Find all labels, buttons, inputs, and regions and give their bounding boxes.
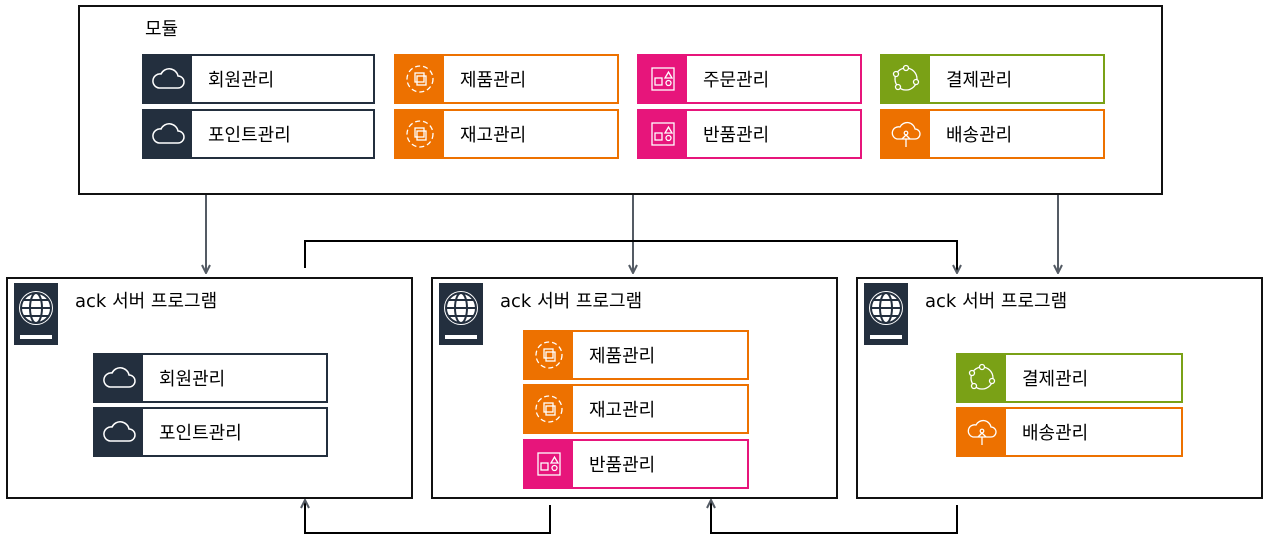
module-label: 포인트관리 bbox=[208, 125, 291, 146]
server-frame-2: ack 서버 프로그램 제품관리 재고관리 반품관리 bbox=[431, 277, 838, 499]
cycle-nodes-icon bbox=[958, 355, 1006, 401]
module-label: 반품관리 bbox=[589, 455, 656, 476]
module-point[interactable]: 포인트관리 bbox=[93, 407, 328, 457]
shapes-icon bbox=[525, 441, 573, 487]
server-frame-1: ack 서버 프로그램 회원관리 포인트관리 bbox=[6, 277, 413, 499]
module-product[interactable]: 제품관리 bbox=[394, 54, 619, 104]
cloud-tree-icon bbox=[882, 111, 930, 157]
cube-target-icon bbox=[396, 56, 444, 102]
cloud-icon bbox=[144, 56, 192, 102]
module-order[interactable]: 주문관리 bbox=[637, 54, 862, 104]
module-label: 배송관리 bbox=[1022, 423, 1089, 444]
module-label: 재고관리 bbox=[460, 125, 527, 146]
cloud-icon bbox=[95, 355, 143, 401]
arrow-server1-to-server3 bbox=[304, 240, 957, 272]
module-label: 반품관리 bbox=[703, 125, 770, 146]
module-label: 포인트관리 bbox=[159, 423, 242, 444]
module-payment[interactable]: 결제관리 bbox=[880, 54, 1105, 104]
server-title: ack 서버 프로그램 bbox=[75, 291, 218, 312]
module-label: 배송관리 bbox=[946, 125, 1013, 146]
server-globe-icon bbox=[864, 283, 908, 345]
module-label: 재고관리 bbox=[589, 400, 656, 421]
module-point[interactable]: 포인트관리 bbox=[142, 109, 375, 159]
module-group-title: 모듈 bbox=[145, 19, 179, 40]
server-frame-3: ack 서버 프로그램 결제관리 배송관리 bbox=[856, 277, 1263, 499]
module-delivery[interactable]: 배송관리 bbox=[956, 407, 1183, 457]
module-member[interactable]: 회원관리 bbox=[93, 353, 328, 403]
cloud-tree-icon bbox=[958, 409, 1006, 455]
module-inventory[interactable]: 재고관리 bbox=[523, 384, 749, 434]
shapes-icon bbox=[639, 56, 687, 102]
server-title: ack 서버 프로그램 bbox=[500, 291, 643, 312]
arrow-server2-to-server1 bbox=[305, 501, 551, 534]
cube-target-icon bbox=[396, 111, 444, 157]
shapes-icon bbox=[639, 111, 687, 157]
module-label: 회원관리 bbox=[208, 70, 275, 91]
server-globe-icon bbox=[439, 283, 483, 345]
module-label: 결제관리 bbox=[1022, 369, 1089, 390]
module-label: 주문관리 bbox=[703, 70, 770, 91]
module-group-frame: 모듈 회원관리 포인트관리 제품관리 재고관리 주문관리 반품관리 결제관리 배… bbox=[78, 5, 1163, 195]
module-label: 결제관리 bbox=[946, 70, 1013, 91]
module-return[interactable]: 반품관리 bbox=[523, 439, 749, 489]
module-member[interactable]: 회원관리 bbox=[142, 54, 375, 104]
cloud-icon bbox=[144, 111, 192, 157]
module-label: 제품관리 bbox=[460, 70, 527, 91]
cube-target-icon bbox=[525, 386, 573, 432]
arrow-server3-to-server2 bbox=[711, 501, 958, 534]
cloud-icon bbox=[95, 409, 143, 455]
server-title: ack 서버 프로그램 bbox=[925, 291, 1068, 312]
cube-target-icon bbox=[525, 332, 573, 378]
module-product[interactable]: 제품관리 bbox=[523, 330, 749, 380]
cycle-nodes-icon bbox=[882, 56, 930, 102]
module-delivery[interactable]: 배송관리 bbox=[880, 109, 1105, 159]
module-label: 제품관리 bbox=[589, 346, 656, 367]
server-globe-icon bbox=[14, 283, 58, 345]
module-payment[interactable]: 결제관리 bbox=[956, 353, 1183, 403]
module-label: 회원관리 bbox=[159, 369, 226, 390]
module-return[interactable]: 반품관리 bbox=[637, 109, 862, 159]
module-inventory[interactable]: 재고관리 bbox=[394, 109, 619, 159]
